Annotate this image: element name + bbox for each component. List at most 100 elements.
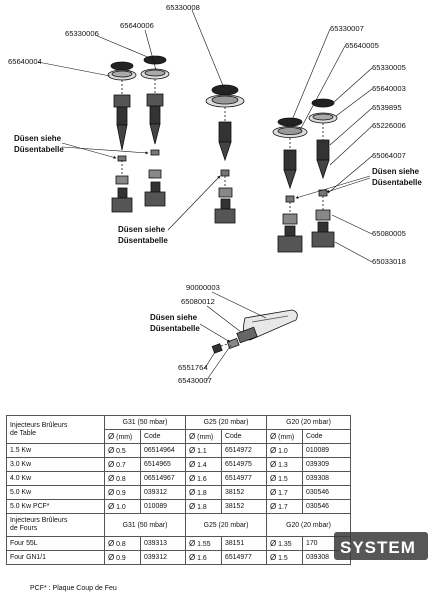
cell-g25-mm: Ø 1.8 [185,499,222,514]
note-dusen-oven-1: Düsen siehe [150,313,198,322]
cell-g25-mm: Ø 1.6 [185,471,222,486]
label-65080005: 65080005 [372,229,406,238]
code-header: Code [140,429,186,444]
cell-g31-code: 039313 [140,536,186,551]
cell-g31-mm: Ø 1.0 [104,499,141,514]
cell-g25-mm: Ø 1.6 [185,550,222,565]
burner-assembly-center [205,84,245,224]
cell-row-label: 5.0 Kw [6,485,105,500]
label-65330005: 65330005 [372,63,406,72]
unit-cell: Ø (mm) [185,429,222,444]
gas-header-g25: G25 (20 mbar) [185,415,267,430]
cell-g31-mm: Ø 0.5 [104,443,141,458]
cell-g25-mm: Ø 1.55 [185,536,222,551]
oven-burner-assembly [211,309,298,354]
label-65330006: 65330006 [65,29,99,38]
label-90000003: 90000003 [186,283,220,292]
unit-cell: Ø (mm) [104,429,141,444]
cell-g25-code: 38152 [221,485,267,500]
gas-header-g20: G20 (20 mbar) [266,415,351,430]
note-dusen-left-1: Düsen siehe [14,134,62,143]
note-dusen-right-1: Düsen siehe [372,167,420,176]
note-dusen-oven-2: Düsentabelle [150,324,200,333]
footnote: PCF* : Plaque Coup de Feu [30,585,117,592]
system-watermark-logo: SYSTEM [334,532,428,560]
gas-header-g25: G25 (20 mbar) [185,513,267,537]
label-65330007: 65330007 [330,24,364,33]
label-65430007: 65430007 [178,376,212,385]
cell-g25-mm: Ø 1.4 [185,457,222,472]
cell-g31-code: 6514965 [140,457,186,472]
cell-g31-mm: Ø 0.8 [104,471,141,486]
cell-row-label: 5.0 Kw PCF* [6,499,105,514]
cell-g31-mm: Ø 0.7 [104,457,141,472]
cell-g20-mm: Ø 1.5 [266,471,303,486]
label-6539895: 6539895 [372,103,402,112]
cell-g20-mm: Ø 1.7 [266,499,303,514]
cell-g31-mm: Ø 0.8 [104,536,141,551]
burner-assembly-right-1 [272,117,308,253]
cell-g20-mm: Ø 1.35 [266,536,303,551]
cell-g31-code: 039312 [140,550,186,565]
label-65226006: 65226006 [372,121,406,130]
cell-g31-code: 06514967 [140,471,186,486]
cell-g25-code: 38151 [221,536,267,551]
cell-g25-mm: Ø 1.1 [185,443,222,458]
label-65640005: 65640005 [345,41,379,50]
cell-g20-code: 039308 [302,471,351,486]
cell-g20-code: 039309 [302,457,351,472]
cell-g20-mm: Ø 1.7 [266,485,303,500]
label-65033018: 65033018 [372,257,406,266]
cell-g20-code: 030546 [302,485,351,500]
cell-row-label: Four GN1/1 [6,550,105,565]
exploded-parts-diagram: 65330008 65330006 65640006 65640004 6533… [8,3,422,385]
cell-g31-code: 06514964 [140,443,186,458]
label-65640006: 65640006 [120,21,154,30]
label-65640004: 65640004 [8,57,42,66]
cell-g25-code: 6514977 [221,550,267,565]
label-65640003: 65640003 [372,84,406,93]
gas-header-g31: G31 (50 mbar) [104,415,186,430]
cell-g20-code: 010089 [302,443,351,458]
note-dusen-left-2: Düsentabelle [14,145,64,154]
cell-g25-code: 38152 [221,499,267,514]
burner-assembly-left [107,61,137,213]
cell-g31-mm: Ø 0.9 [104,550,141,565]
label-65064007: 65064007 [372,151,406,160]
note-dusen-center-2: Düsentabelle [118,236,168,245]
gas-header-g31: G31 (50 mbar) [104,513,186,537]
burner-assembly-left-2 [140,55,170,207]
cell-g25-code: 6514975 [221,457,267,472]
cell-row-label: Four 55L [6,536,105,551]
cell-g20-mm: Ø 1.0 [266,443,303,458]
cell-g20-mm: Ø 1.3 [266,457,303,472]
burner-assembly-right-2 [308,98,338,248]
cell-g25-mm: Ø 1.8 [185,485,222,500]
cell-g20-code: 030546 [302,499,351,514]
cell-g31-code: 039312 [140,485,186,500]
cell-g31-mm: Ø 0.9 [104,485,141,500]
logo-text: SYSTEM [340,538,416,557]
note-dusen-right-2: Düsentabelle [372,178,422,187]
cell-row-label: 4.0 Kw [6,471,105,486]
cell-g25-code: 6514972 [221,443,267,458]
label-65330008: 65330008 [166,3,200,12]
cell-g31-code: 010089 [140,499,186,514]
code-header: Code [221,429,267,444]
unit-cell: Ø (mm) [266,429,303,444]
label-6551764: 6551764 [178,363,208,372]
code-header: Code [302,429,351,444]
note-dusen-center-1: Düsen siehe [118,225,166,234]
